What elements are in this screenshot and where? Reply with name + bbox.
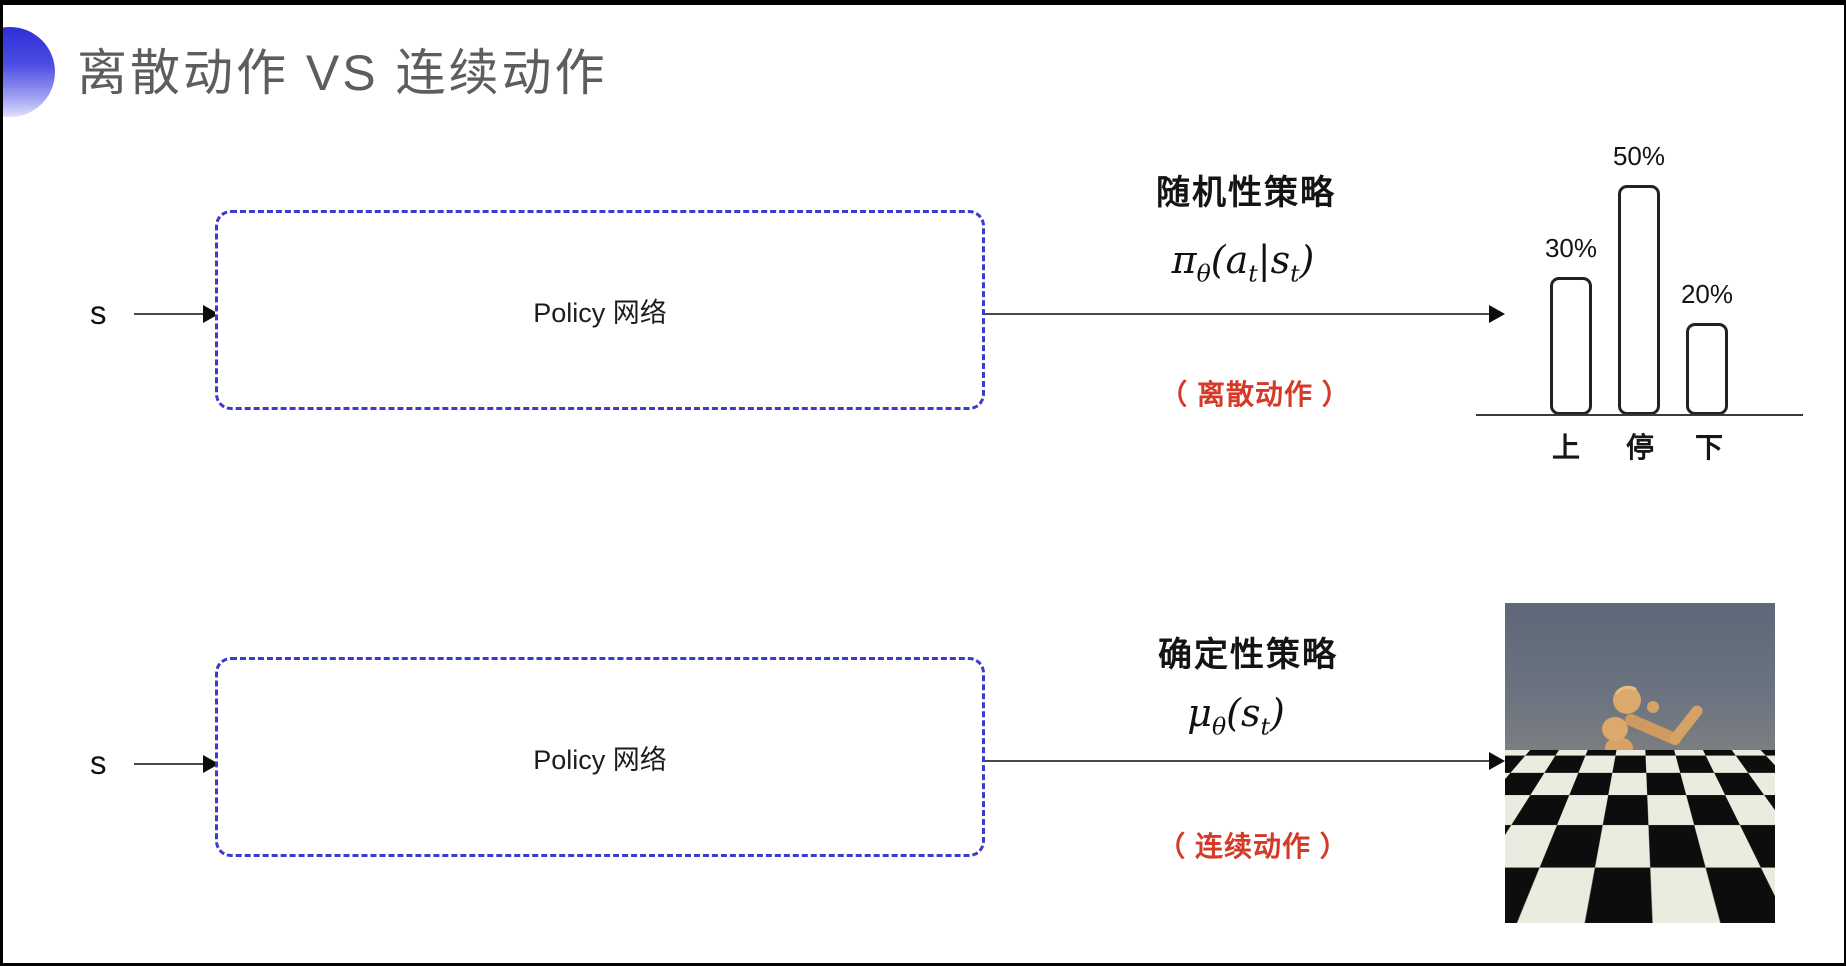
continuous-action-note: （ 连续动作 ） [1157,831,1349,862]
bar-down [1686,323,1728,415]
discrete-action-note: （ 离散动作 ） [1159,379,1351,410]
bar-stop [1618,185,1660,415]
stochastic-output-arrow-head [1489,305,1505,323]
chart-x-axis [1476,414,1803,416]
deterministic-policy-network-label: Policy 网络 [533,744,667,775]
deterministic-state-label: s [90,744,107,781]
bar-group-stop: 50% [1604,93,1674,415]
page-title: 离散动作 VS 连续动作 [77,45,608,101]
humanoid-figure [1575,685,1703,911]
stochastic-policy-title: 随机性策略 [1156,174,1336,212]
deterministic-input-arrow-line [134,763,206,765]
category-label-down: 下 [1694,432,1724,463]
deterministic-policy-title: 确定性策略 [1158,636,1338,674]
deterministic-policy-network-box: Policy 网络 [215,657,985,857]
stochastic-policy-network-box: Policy 网络 [215,210,985,410]
bar-up [1550,277,1592,415]
stochastic-input-arrow-line [134,313,206,315]
stochastic-state-label: s [90,294,107,331]
bar-value-label: 50% [1612,141,1666,171]
bar-group-up: 30% [1536,93,1606,415]
bar-value-label: 20% [1680,279,1734,309]
simulation-horizon-haze [1505,750,1775,786]
category-label-stop: 停 [1625,432,1655,463]
deterministic-output-arrow-line [985,760,1491,762]
slide: 离散动作 VS 连续动作 s Policy 网络 随机性策略 πθ(at|st)… [3,5,1844,963]
title-bullet-icon [3,27,55,117]
action-probability-bar-chart: 30% 50% 20% 上 停 下 [1476,93,1803,463]
stochastic-policy-formula: πθ(at|st) [1171,238,1315,288]
bar-value-label: 30% [1544,233,1598,263]
bar-group-down: 20% [1672,93,1742,415]
deterministic-output-arrow-head [1489,752,1505,770]
category-label-up: 上 [1551,432,1581,463]
stochastic-policy-network-label: Policy 网络 [533,297,667,328]
stochastic-output-arrow-line [985,313,1491,315]
deterministic-policy-formula: μθ(st) [1187,691,1285,741]
mujoco-humanoid-image [1505,603,1775,923]
